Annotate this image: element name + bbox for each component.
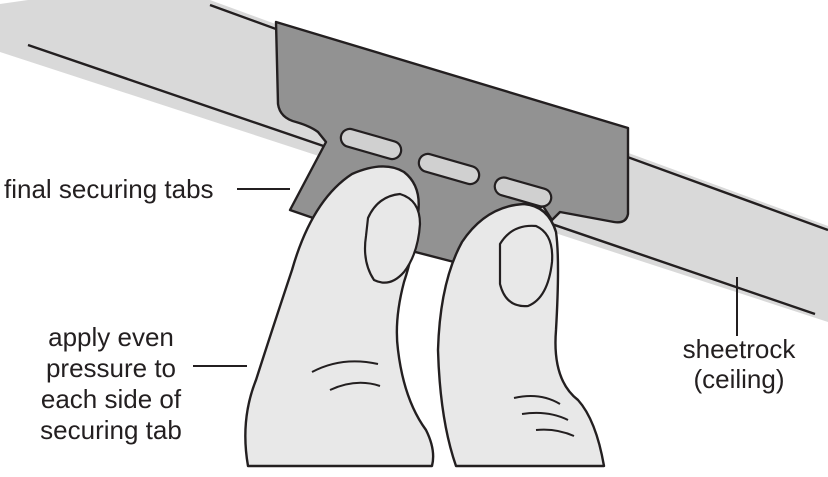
right-fingernail	[498, 224, 554, 308]
leader-lines	[193, 188, 738, 367]
label-apply-pressure-line3: each side of	[41, 384, 182, 414]
knuckle-crease-3	[513, 395, 561, 405]
label-apply-pressure-line2: pressure to	[46, 353, 176, 383]
knuckle-crease-4	[521, 411, 569, 421]
knuckle-crease-1	[311, 360, 379, 373]
securing-tab-slot-middle	[417, 152, 481, 186]
knuckle-crease-5	[535, 428, 575, 437]
left-fingernail	[363, 192, 422, 284]
knuckle-crease-2	[329, 381, 381, 391]
label-final-securing-tabs: final securing tabs	[4, 174, 214, 204]
label-apply-pressure-line4: securing tab	[40, 415, 182, 445]
label-ceiling: (ceiling)	[693, 364, 784, 394]
securing-tab-slot-right	[493, 176, 553, 208]
label-apply-pressure-line1: apply even	[48, 322, 174, 352]
label-sheetrock: sheetrock	[683, 334, 797, 364]
hand	[244, 165, 606, 468]
right-finger	[436, 202, 606, 468]
securing-tab-slot-left	[339, 127, 403, 161]
callout-labels: final securing tabs apply even pressure …	[4, 174, 796, 445]
